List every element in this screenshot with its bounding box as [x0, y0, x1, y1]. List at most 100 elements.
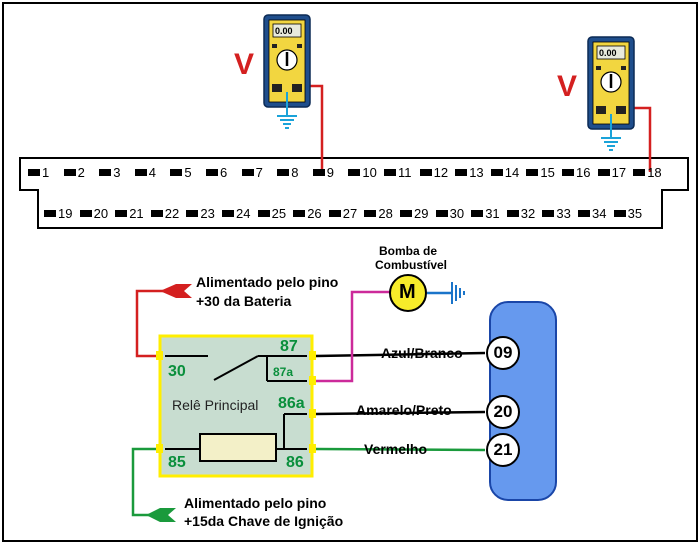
ecu-pin-21: 21 — [486, 433, 520, 467]
pin-terminal-15 — [526, 169, 539, 176]
pin-label-7: 7 — [255, 165, 263, 180]
pin-label-20: 20 — [93, 206, 109, 221]
pin-label-2: 2 — [77, 165, 85, 180]
pump-feed-wire — [316, 290, 390, 383]
pin-label-6: 6 — [220, 165, 228, 180]
pin-terminal-33 — [542, 210, 555, 217]
relay-name: Relê Principal — [172, 397, 259, 413]
pin-label-31: 31 — [485, 206, 500, 221]
supply-15-arrow — [146, 508, 176, 522]
relay-coil — [199, 433, 277, 462]
pin-terminal-24 — [222, 210, 234, 217]
pin-label-17: 17 — [611, 165, 627, 180]
pin-label-12: 12 — [433, 165, 449, 180]
supply-15-line1: Alimentado pelo pino — [184, 495, 327, 511]
pin-terminal-26 — [293, 210, 306, 217]
pin-terminal-11 — [384, 169, 396, 176]
pin-terminal-12 — [419, 169, 432, 176]
pin-terminal-8 — [277, 169, 290, 176]
pin-label-13: 13 — [469, 165, 484, 180]
pin-label-26: 26 — [307, 206, 322, 221]
pin-terminal-22 — [150, 210, 163, 217]
pump-symbol: M — [399, 281, 416, 303]
pin-terminal-3 — [99, 169, 112, 176]
supply-15-line2: +15da Chave de Ignição — [184, 513, 344, 529]
supply-30-line1: Alimentado pelo pino — [196, 274, 339, 290]
pin-label-22: 22 — [164, 206, 180, 221]
pin-label-25: 25 — [271, 206, 287, 221]
pin-label-34: 34 — [592, 206, 607, 221]
pin-terminal-20 — [79, 210, 92, 217]
pin-terminal-18 — [633, 169, 646, 176]
pin-terminal-1 — [28, 169, 40, 176]
supply-30-line2: +30 da Bateria — [196, 293, 292, 309]
pin-label-35: 35 — [627, 206, 643, 221]
pin-terminal-21 — [115, 210, 128, 217]
pin-label-24: 24 — [236, 206, 251, 221]
wire-azul-branco — [315, 351, 486, 358]
pin-label-19: 19 — [58, 206, 73, 221]
wire-label-amarelo-preto: Amarelo/Preto — [356, 402, 452, 418]
pin-terminal-10 — [348, 169, 361, 176]
ecu-pin-09: 09 — [486, 336, 520, 370]
pin-label-28: 28 — [378, 206, 393, 221]
pin-terminal-28 — [364, 210, 377, 217]
pin-label-3: 3 — [113, 165, 121, 180]
pin-terminal-30 — [435, 210, 448, 217]
wire-amarelo-preto — [315, 410, 486, 416]
pin-label-9: 9 — [326, 165, 335, 180]
relay-terminal-87a: 87a — [273, 365, 294, 379]
pin-label-11: 11 — [398, 165, 412, 180]
pin-terminal-5 — [170, 169, 183, 176]
multimeter-1 — [263, 14, 311, 129]
pin-terminal-9 — [312, 169, 325, 176]
pin-terminal-14 — [490, 169, 503, 176]
pin-terminal-7 — [241, 169, 254, 176]
pin-label-18: 18 — [647, 165, 662, 180]
pin-label-33: 33 — [556, 206, 571, 221]
pin-label-10: 10 — [362, 165, 377, 180]
pin-terminal-4 — [134, 169, 147, 176]
pin-terminal-31 — [471, 210, 484, 217]
supply-30-arrow — [160, 284, 192, 298]
pin-terminal-32 — [506, 210, 519, 217]
pin-label-1: 1 — [42, 165, 50, 180]
pin-terminal-17 — [597, 169, 610, 176]
meter2-display: 0.00 — [599, 48, 617, 58]
pin-label-5: 5 — [184, 165, 192, 180]
pin-terminal-2 — [63, 169, 76, 176]
pin-label-27: 27 — [342, 206, 358, 221]
pin-terminal-25 — [257, 210, 270, 217]
pin-terminal-27 — [328, 210, 341, 217]
pin-terminal-23 — [186, 210, 199, 217]
pin-label-16: 16 — [576, 165, 591, 180]
pin-label-30: 30 — [449, 206, 465, 221]
relay-terminal-87: 87 — [280, 338, 298, 355]
pump-label-line2: Combustível — [375, 258, 448, 272]
pin-terminal-6 — [206, 169, 218, 176]
wire-label-azul-branco: Azul/Branco — [381, 345, 463, 361]
meter1-display: 0.00 — [275, 26, 293, 36]
pin-terminal-16 — [562, 169, 574, 176]
fuel-pump-motor — [389, 274, 427, 312]
meter2-voltage-label: V — [557, 70, 578, 103]
pin-label-23: 23 — [200, 206, 215, 221]
meter1-voltage-label: V — [234, 48, 255, 81]
ecu-pin-20: 20 — [486, 395, 520, 429]
pin-terminal-13 — [455, 169, 468, 176]
pin-label-32: 32 — [520, 206, 536, 221]
supply-30-wire — [135, 289, 180, 358]
wire-vermelho — [315, 447, 486, 452]
relay-terminal-86: 86 — [286, 454, 304, 471]
pin-terminal-19 — [44, 210, 56, 217]
pin-label-15: 15 — [540, 165, 555, 180]
supply-15-wire — [131, 447, 162, 517]
pump-label-line1: Bomba de — [379, 244, 438, 258]
relay-terminal-86a: 86a — [278, 395, 305, 412]
pin-label-4: 4 — [148, 165, 157, 180]
multimeter-2 — [587, 36, 635, 151]
pin-label-8: 8 — [291, 165, 299, 180]
relay-terminal-30: 30 — [168, 363, 186, 380]
